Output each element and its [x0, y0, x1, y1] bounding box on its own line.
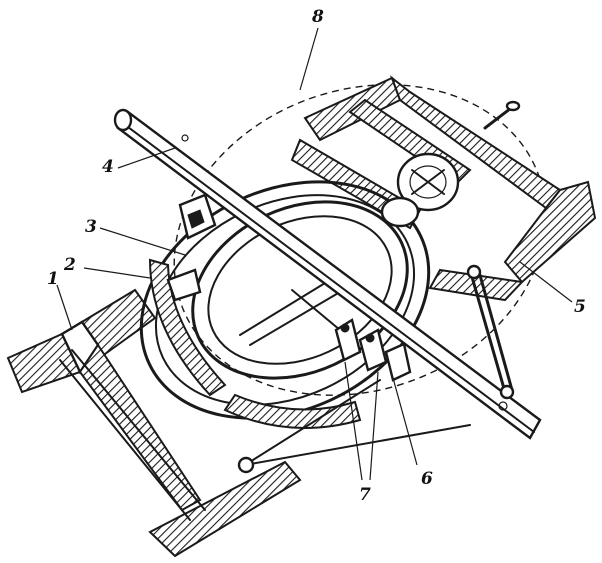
callout-5: 5 — [574, 297, 586, 317]
upper-frame — [290, 75, 597, 302]
callout-6: 6 — [421, 469, 433, 489]
callout-2: 2 — [63, 255, 76, 275]
callout-3: 3 — [85, 217, 97, 237]
callout-1: 1 — [47, 269, 59, 289]
clamp-assembly — [334, 318, 412, 382]
tie-rod — [466, 264, 515, 400]
drive-motor — [380, 152, 460, 228]
callout-8: 8 — [311, 7, 324, 27]
cross-beam — [113, 108, 542, 440]
leader-lines — [56, 27, 573, 481]
lower-frame-rail — [6, 288, 302, 558]
callout-7: 7 — [359, 485, 371, 505]
callout-4: 4 — [102, 157, 114, 177]
left-rollers — [166, 193, 217, 302]
